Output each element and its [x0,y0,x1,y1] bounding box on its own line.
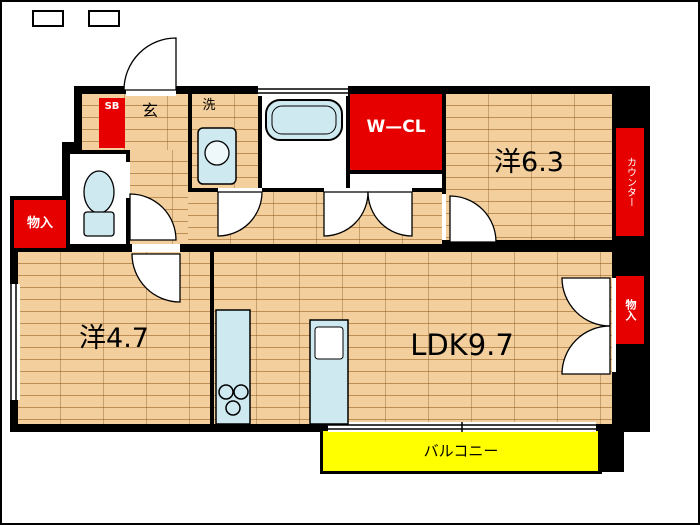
storage-right-label: 物入 [624,299,638,321]
entrance-label: 玄 [141,101,158,120]
walls-balcony-end [598,428,624,472]
laundry-label: 洗 [202,98,216,113]
counter [616,128,644,236]
entrance-door-arc [123,37,177,91]
shoebox-label: SB [104,101,120,112]
ldk-floor [214,252,612,424]
western-room-1-label: 洋6.3 [494,147,564,178]
walkin-closet-label: W—CL [366,117,426,137]
corner-mark-1 [32,10,64,27]
shoebox [99,98,125,148]
counter-label: カウンター [624,157,636,207]
toilet-floor [70,154,126,244]
bathroom-floor [262,94,346,188]
walkin-closet [350,94,442,170]
storage-left-label: 物入 [26,215,53,231]
western-room-2-label: 洋4.7 [79,323,149,354]
storage-left [14,200,66,248]
balcony: バルコニー [320,428,602,474]
ldk-label: LDK9.7 [410,328,514,362]
storage-right [616,276,644,344]
closet-front-floor [350,174,442,188]
balcony-label: バルコニー [423,441,499,460]
hallway-floor [130,150,188,244]
corner-mark-2 [88,10,120,27]
corridor-floor [188,192,442,244]
